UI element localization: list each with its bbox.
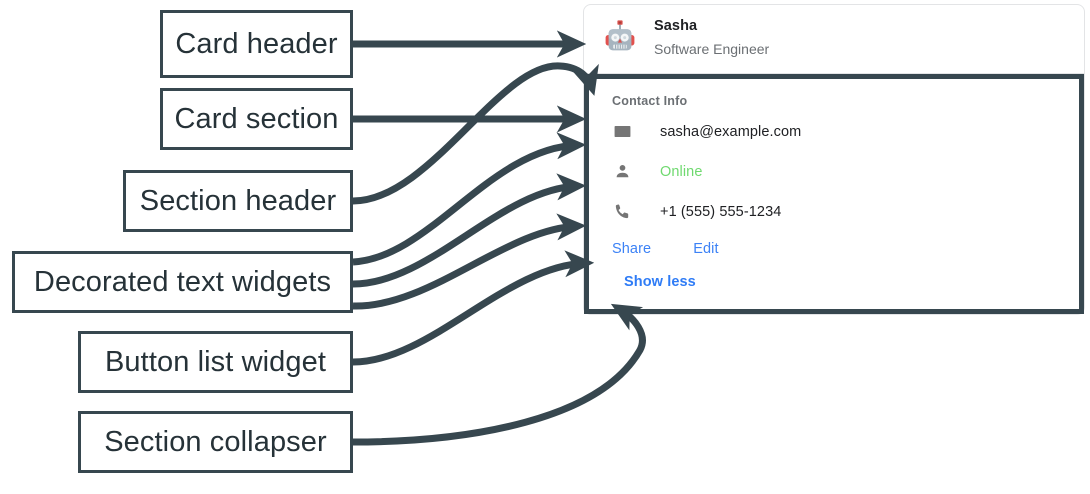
phone-icon	[612, 202, 632, 222]
arrow-section-header	[352, 62, 599, 205]
annotation-label-section-collapser: Section collapser	[104, 425, 327, 458]
annotation-box-decorated-text-widgets: Decorated text widgets	[12, 251, 353, 313]
card-section: Contact Info sasha@example.com Online +1…	[584, 72, 1084, 314]
annotation-box-card-header: Card header	[160, 10, 353, 78]
phone-value: +1 (555) 555-1234	[660, 203, 782, 220]
email-value: sasha@example.com	[660, 123, 802, 140]
card-subtitle: Software Engineer	[654, 40, 770, 57]
card-header: Sasha Software Engineer	[584, 5, 1084, 73]
arrow-decorated-text-email	[352, 132, 587, 266]
info-card: Sasha Software Engineer Contact Info sas…	[583, 4, 1085, 315]
person-icon	[612, 162, 632, 182]
arrow-decorated-text-phone	[352, 213, 587, 310]
arrow-decorated-text-status	[352, 173, 587, 288]
card-title: Sasha	[654, 18, 698, 34]
card-header-text: Sasha Software Engineer	[654, 17, 769, 60]
button-list-widget: Share Edit	[612, 232, 1068, 266]
annotation-label-card-header: Card header	[175, 27, 338, 60]
annotation-label-button-list-widget: Button list widget	[104, 345, 327, 378]
robot-avatar-icon	[605, 20, 635, 51]
annotation-box-section-header: Section header	[123, 170, 353, 232]
decorated-text-widget-email[interactable]: sasha@example.com	[612, 112, 1068, 152]
annotation-label-section-header: Section header	[139, 184, 337, 217]
email-icon	[612, 122, 632, 142]
arrow-button-list	[352, 250, 595, 366]
share-button[interactable]: Share	[612, 240, 652, 257]
decorated-text-widget-status[interactable]: Online	[612, 152, 1068, 192]
section-header: Contact Info	[612, 93, 688, 108]
annotation-label-decorated-text-widgets: Decorated text widgets	[33, 265, 332, 298]
section-collapser-label[interactable]: Show less	[624, 273, 696, 290]
section-collapser[interactable]: Show less	[624, 266, 1068, 298]
annotation-box-card-section: Card section	[160, 88, 353, 150]
status-value: Online	[660, 163, 703, 180]
arrow-section-collapser	[352, 303, 646, 446]
annotation-box-button-list-widget: Button list widget	[78, 331, 353, 393]
annotation-box-section-collapser: Section collapser	[78, 411, 353, 473]
annotation-label-card-section: Card section	[174, 102, 339, 135]
decorated-text-widget-phone[interactable]: +1 (555) 555-1234	[612, 192, 1068, 232]
edit-button[interactable]: Edit	[693, 240, 719, 257]
